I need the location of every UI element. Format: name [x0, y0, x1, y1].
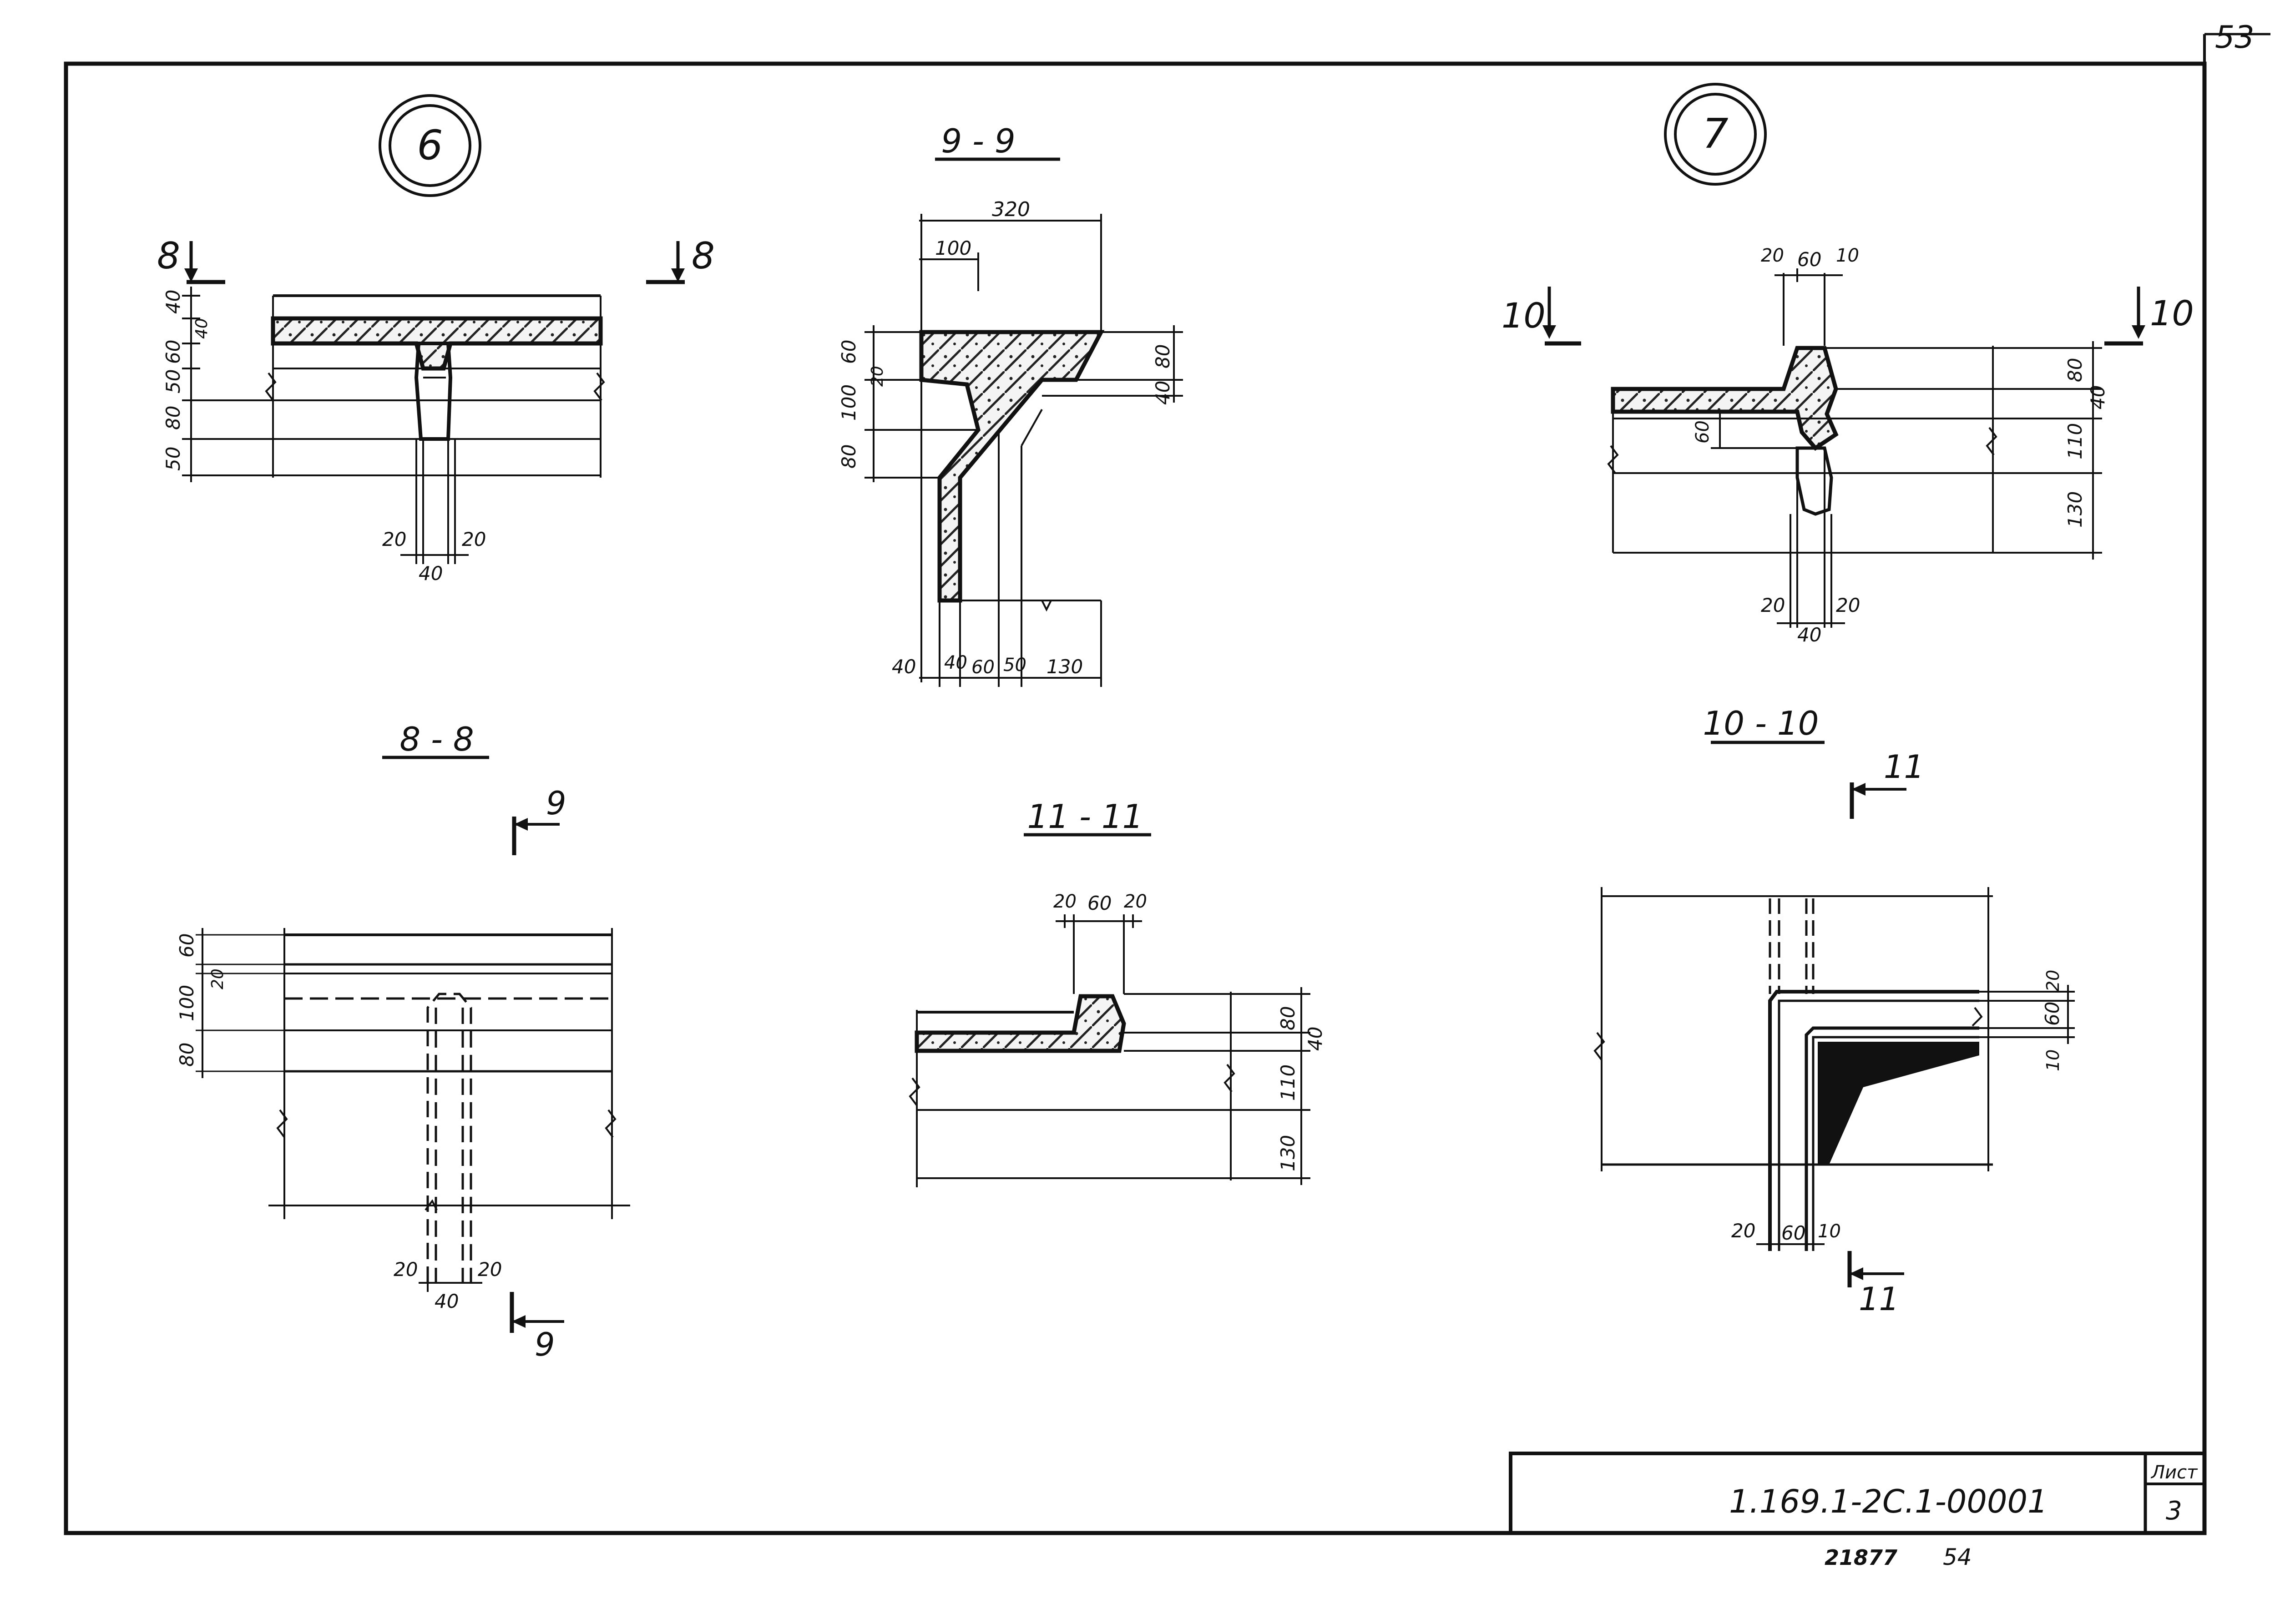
cut-mark-11-top-label: 11: [1884, 748, 1924, 786]
s9-dim-b1: 40: [892, 656, 916, 678]
cut-mark-8-right-label: 8: [692, 235, 715, 277]
s8-dim-b3: 20: [478, 1258, 502, 1281]
cut-mark-8-left: [184, 241, 225, 284]
title-block: [1509, 1452, 2206, 1535]
n6-dim-v4: 50: [162, 369, 184, 393]
n6-dim-v1: 40: [162, 290, 184, 314]
n6-dim-b2: 40: [419, 562, 443, 585]
n6-dim-v5: 80: [162, 406, 184, 430]
n7-dim-r2: 40: [2087, 385, 2109, 409]
sheet-label: Лист: [2150, 1462, 2198, 1483]
n6-dim-v6: 50: [162, 447, 184, 471]
s9-dim-v4: 80: [838, 444, 860, 469]
cut-mark-11-bottom-label: 11: [1859, 1281, 1899, 1318]
s9-dim-v3: 100: [838, 384, 860, 421]
s9-dim-t2: 100: [935, 237, 971, 259]
cut-mark-10-right-label: 10: [2150, 293, 2194, 333]
s8-dim-v1: 60: [176, 933, 198, 958]
sheet-frame: [64, 33, 2270, 1535]
s11-dim-t3: 20: [1124, 891, 1147, 912]
cut-mark-8-left-label: 8: [157, 235, 180, 277]
section-9-9-drawing: [864, 214, 1183, 687]
section-10-10-title: 10 - 10: [1703, 704, 1819, 742]
node-6-label: 6: [417, 121, 443, 169]
s10-dim-b1: 20: [1731, 1220, 1755, 1242]
section-11-11-title: 11 - 11: [1027, 797, 1143, 836]
s9-dim-b5: 130: [1046, 656, 1083, 678]
node-6-callout: [379, 94, 481, 197]
s11-dim-t1: 20: [1053, 891, 1077, 912]
n7-dim-r1: 80: [2064, 358, 2086, 382]
n7-dim-t1: 20: [1761, 245, 1784, 266]
n6-dim-v3: 60: [162, 340, 184, 364]
document-code: 1.169.1-2С.1-00001: [1729, 1483, 2048, 1520]
section-10-10-drawing: [1593, 887, 2075, 1251]
section-11-11-drawing: [909, 914, 1310, 1187]
section-8-8-title: 8 - 8: [399, 720, 474, 758]
s10-dim-r1: 20: [2043, 970, 2063, 992]
cut-mark-8-right: [646, 241, 685, 284]
node-6-drawing: [182, 287, 605, 564]
sheet-number: 3: [2166, 1496, 2182, 1526]
s8-dim-b1: 20: [394, 1258, 418, 1281]
n6-dim-b3: 20: [462, 528, 486, 550]
s10-dim-b2: 60: [1781, 1222, 1805, 1244]
s11-dim-r1: 80: [1277, 1006, 1299, 1030]
cut-mark-10-right: [2104, 287, 2145, 346]
s10-dim-r2: 60: [2041, 1002, 2063, 1026]
s9-dim-b3: 60: [971, 657, 995, 678]
s9-dim-v2: 20: [868, 366, 887, 387]
s9-dim-r2: 40: [1152, 381, 1174, 405]
node-7-callout: [1664, 83, 1767, 186]
stamp-number: 21877: [1825, 1545, 1897, 1570]
page-number: 53: [2215, 20, 2255, 55]
s11-dim-r4: 130: [1277, 1135, 1299, 1171]
s11-dim-t2: 60: [1087, 892, 1112, 914]
s9-dim-b2: 40: [944, 652, 967, 673]
cut-mark-10-left: [1542, 287, 1581, 346]
n6-dim-v2: 40: [192, 318, 211, 339]
n7-dim-b2: 40: [1797, 624, 1821, 646]
cut-mark-11-top: [1850, 782, 1906, 819]
section-9-9-title: 9 - 9: [941, 122, 1015, 160]
n7-dim-l1: 60: [1692, 420, 1713, 444]
s9-dim-t1: 320: [992, 198, 1030, 221]
s11-dim-r2: 40: [1304, 1027, 1326, 1051]
cut-mark-9-top: [512, 817, 560, 855]
section-8-8-drawing: [196, 928, 630, 1292]
s10-dim-r3: 10: [2043, 1049, 2063, 1071]
cut-mark-9-top-label: 9: [546, 785, 566, 822]
n7-dim-r4: 130: [2064, 491, 2086, 528]
n7-dim-b3: 20: [1836, 594, 1860, 616]
stamp-suffix: 54: [1943, 1544, 1972, 1570]
node-7-label: 7: [1702, 110, 1728, 158]
cut-mark-9-bottom-label: 9: [535, 1326, 555, 1363]
n7-dim-r3: 110: [2064, 423, 2086, 459]
s8-dim-v3: 100: [176, 985, 198, 1021]
cut-mark-10-left-label: 10: [1502, 295, 1546, 336]
n7-dim-t2: 60: [1797, 248, 1821, 271]
s10-dim-b3: 10: [1818, 1221, 1841, 1242]
s9-dim-v1: 60: [838, 340, 860, 364]
s9-dim-b4: 50: [1003, 655, 1026, 676]
s8-dim-v4: 80: [176, 1043, 198, 1067]
s11-dim-r3: 110: [1277, 1064, 1299, 1101]
s9-dim-r1: 80: [1152, 344, 1174, 368]
s8-dim-b2: 40: [435, 1290, 459, 1312]
cut-mark-9-bottom: [510, 1292, 564, 1333]
n7-dim-b1: 20: [1761, 594, 1785, 616]
n6-dim-b1: 20: [382, 528, 406, 550]
cut-mark-11-bottom: [1847, 1251, 1904, 1287]
node-7-drawing: [1607, 268, 2102, 628]
n7-dim-t3: 10: [1836, 245, 1859, 266]
s8-dim-v2: 20: [208, 968, 227, 989]
